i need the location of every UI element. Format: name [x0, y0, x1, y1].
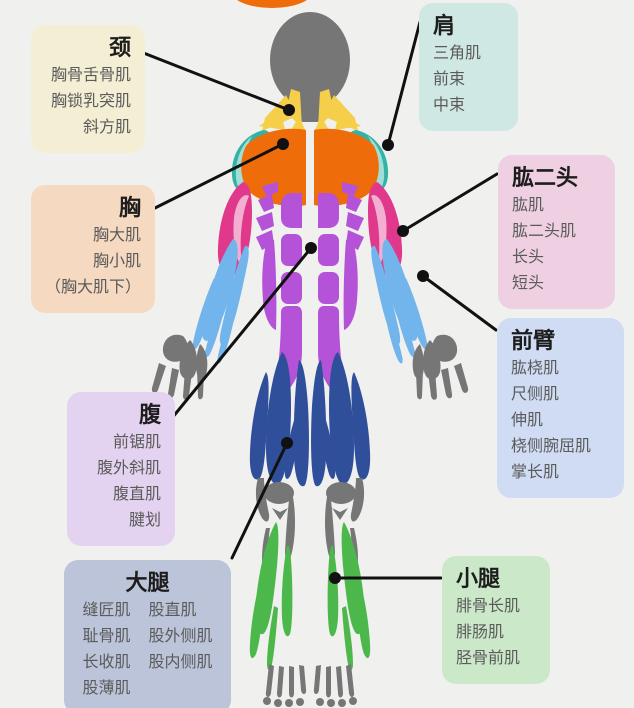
- callout-chest-item-1: 胸小肌: [92, 253, 141, 270]
- callout-biceps-item-2: 长头: [512, 249, 545, 266]
- callout-forearm-title: 前臂: [511, 328, 556, 353]
- callout-biceps-item-0: 肱肌: [512, 197, 545, 214]
- callout-abdomen[interactable]: 腹 前锯肌 腹外斜肌 腹直肌 腱划: [67, 392, 175, 546]
- callout-neck-title: 颈: [108, 35, 131, 60]
- callout-shoulder-title: 肩: [433, 13, 456, 38]
- callout-shoulder[interactable]: 肩 三角肌 前束 中束: [419, 3, 518, 131]
- hand-shapes: [151, 334, 469, 400]
- callout-chest[interactable]: 胸 胸大肌 胸小肌 （胸大肌下）: [31, 185, 155, 313]
- callout-chest-item-0: 胸大肌: [92, 227, 141, 244]
- callout-thigh[interactable]: 大腿 缝匠肌 耻骨肌 长收肌 股薄肌 股直肌 股外侧肌 股内侧肌: [64, 560, 231, 708]
- callout-biceps-title: 肱二头: [512, 165, 579, 190]
- callout-thigh-left-item-0: 缝匠肌: [82, 602, 131, 619]
- callout-shoulder-item-1: 前束: [433, 71, 466, 88]
- callout-abdomen-item-0: 前锯肌: [112, 434, 161, 451]
- callout-shoulder-item-2: 中束: [433, 97, 466, 114]
- callout-forearm-item-1: 尺侧肌: [511, 386, 560, 403]
- callout-thigh-right-item-2: 股内侧肌: [148, 654, 213, 671]
- callout-thigh-column-left: 缝匠肌 耻骨肌 长收肌 股薄肌: [82, 598, 130, 702]
- callout-biceps-item-3: 短头: [512, 275, 545, 292]
- callout-calf-item-0: 腓骨长肌: [456, 598, 521, 615]
- callout-thigh-right-item-1: 股外侧肌: [148, 628, 213, 645]
- callout-chest-title: 胸: [118, 195, 141, 220]
- callout-forearm[interactable]: 前臂 肱桡肌 尺侧肌 伸肌 桡侧腕屈肌 掌长肌: [497, 318, 624, 498]
- callout-thigh-left-item-3: 股薄肌: [82, 680, 131, 697]
- calf-muscles: [249, 522, 371, 670]
- abdominal-muscles: [256, 182, 364, 396]
- callout-thigh-left-item-1: 耻骨肌: [82, 628, 131, 645]
- quadriceps-muscles: [249, 352, 371, 487]
- callout-biceps[interactable]: 肱二头 肱肌 肱二头肌 长头 短头: [498, 155, 615, 309]
- foot-shapes: [263, 664, 357, 707]
- callout-thigh-left-item-2: 长收肌: [82, 654, 131, 671]
- callout-forearm-item-2: 伸肌: [511, 412, 544, 429]
- callout-abdomen-item-2: 腹直肌: [112, 486, 161, 503]
- callout-thigh-column-right: 股直肌 股外侧肌 股内侧肌: [149, 598, 213, 702]
- callout-thigh-columns: 缝匠肌 耻骨肌 长收肌 股薄肌 股直肌 股外侧肌 股内侧肌: [78, 598, 217, 702]
- forearm-muscles: [192, 239, 428, 364]
- callout-abdomen-item-3: 腱划: [128, 512, 161, 529]
- callout-calf-title: 小腿: [456, 566, 501, 591]
- callout-neck-item-2: 斜方肌: [82, 119, 131, 136]
- callout-forearm-item-0: 肱桡肌: [511, 360, 560, 377]
- pectoral-muscles: [241, 128, 379, 207]
- callout-calf-item-2: 胫骨前肌: [456, 650, 521, 667]
- callout-thigh-title: 大腿: [125, 570, 170, 595]
- callout-forearm-item-3: 桡侧腕屈肌: [511, 438, 592, 455]
- callout-thigh-right-item-0: 股直肌: [148, 602, 197, 619]
- callout-shoulder-item-0: 三角肌: [433, 45, 482, 62]
- callout-abdomen-item-1: 腹外斜肌: [96, 460, 161, 477]
- callout-neck-item-0: 胸骨舌骨肌: [50, 67, 131, 84]
- callout-biceps-item-1: 肱二头肌: [512, 223, 577, 240]
- callout-neck-item-1: 胸锁乳突肌: [50, 93, 131, 110]
- callout-forearm-item-4: 掌长肌: [511, 464, 560, 481]
- top-orange-fragment: [237, 0, 307, 8]
- callout-calf[interactable]: 小腿 腓骨长肌 腓肠肌 胫骨前肌: [442, 556, 550, 684]
- callout-abdomen-title: 腹: [138, 402, 161, 427]
- callout-calf-item-1: 腓肠肌: [456, 624, 505, 641]
- callout-chest-item-2: （胸大肌下）: [45, 279, 142, 296]
- callout-neck[interactable]: 颈 胸骨舌骨肌 胸锁乳突肌 斜方肌: [31, 25, 145, 153]
